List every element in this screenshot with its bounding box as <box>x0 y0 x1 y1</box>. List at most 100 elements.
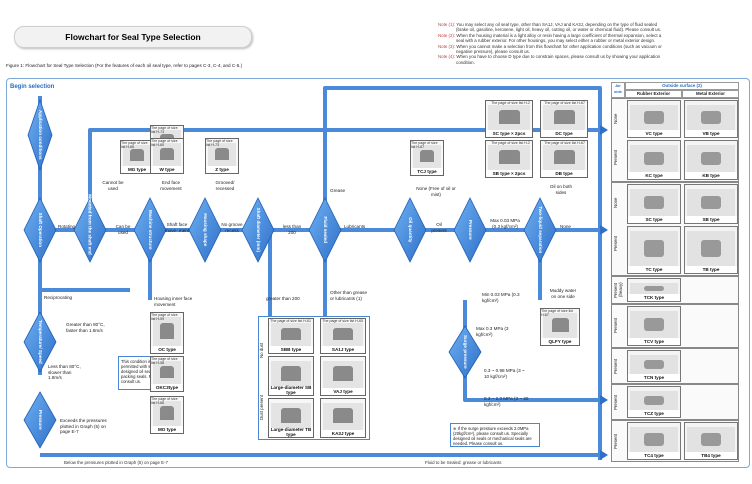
no-dust-label: No dust <box>259 342 264 358</box>
card-mo-type: The page of size list H-66 MO type <box>150 396 184 434</box>
card-tcj-type: The page of size list H-67 TCJ type <box>410 140 444 176</box>
card-tcz-type: TCZ type <box>627 386 681 418</box>
row-label: Present <box>613 433 618 449</box>
seal-drawing <box>488 105 530 130</box>
arrowheads <box>600 125 608 460</box>
seal-drawing <box>271 403 311 430</box>
card-ref: The page of size list H-67 <box>541 309 573 317</box>
edge-lubricants: Lubricants <box>344 224 366 229</box>
row-label: Present (heavy) <box>613 282 623 298</box>
card-sb-type: SB type <box>684 184 738 224</box>
label-oil-quantity: Oil quantity <box>407 217 413 243</box>
surge-exceeds-note: ※ If the surge pressure exceeds 2.0MPa (… <box>450 423 540 447</box>
edge-none-free: None (Free of oil or mist) <box>416 186 456 197</box>
card-qlfy-type: The page of size list H-67 QLFY type <box>540 308 580 346</box>
card-dc-type: The page of size list H-67 DC type <box>540 100 588 138</box>
edge-max-03: Max 0.3 MPa (3 kgf/cm²) <box>476 326 509 337</box>
label-mounted: Mounted from the shaft end <box>87 194 93 255</box>
label-pressure: Pressure <box>467 219 473 240</box>
card-w-type: The page of size list H-60 W type <box>150 138 184 174</box>
card-sa1j-type: The page of size list H-65 SA1J type <box>320 318 366 354</box>
seal-drawing <box>323 403 363 430</box>
card-ref: The page of size list H-67 <box>411 141 438 149</box>
row-label: Present <box>613 394 618 410</box>
page-title: Flowchart for Seal Type Selection <box>14 26 252 48</box>
label-temperature: Temperature/ Speed <box>37 319 43 364</box>
diamond-fluid <box>308 197 342 263</box>
flowchart-frame <box>6 78 750 468</box>
edge-none-two: None <box>560 224 571 229</box>
label-fluid: Fluid sealed <box>322 216 328 244</box>
diamond-oil-quantity <box>393 197 427 263</box>
card-ref: The page of size list H-2 <box>491 141 530 145</box>
row-label: Present <box>613 235 618 251</box>
card-label: MG type <box>121 166 153 173</box>
card-label: SB type × 2pcs <box>486 170 532 177</box>
card-kb-type: KB type <box>684 140 738 180</box>
card-ref: The page of size list H-2 <box>491 101 530 105</box>
card-mg-type: The page of size list H-66 MG type <box>120 140 154 174</box>
card-label: OC type <box>151 346 183 353</box>
table-header-outside: Outside surface (2) <box>625 82 739 90</box>
card-tck-type: TCK type <box>627 278 681 302</box>
card-ka3j-type: KA3J type <box>320 398 366 438</box>
bottom-note-right: Fluid to be Sealed: grease or lubricants <box>425 460 502 465</box>
diamond-shaft-operation <box>23 197 57 263</box>
card-ref: The page of size list H-66 <box>151 397 178 405</box>
seal-drawing <box>543 145 585 170</box>
card-ref: The page of size list H-60 <box>151 139 178 147</box>
card-ref: The page of size list H-67 <box>544 101 585 105</box>
label-shaft-operation: Shaft Operation <box>37 212 43 248</box>
card-tb4-type: TB4 type <box>684 422 738 460</box>
card-large-tb-type: Large-diameter TB type <box>268 398 314 438</box>
card-sc-2pcs: The page of size list H-2 SC type × 2pcs <box>485 100 533 138</box>
decision-diamonds <box>23 98 557 449</box>
dust-present-label: Dust present <box>259 395 264 421</box>
note-line: Note (2): When the housing material is a… <box>438 32 662 38</box>
card-tb-type: TB type <box>684 226 738 274</box>
seal-drawing <box>488 145 530 170</box>
edge-can-be-used: Can be used <box>115 224 131 235</box>
card-ref: The page of size list H-66 <box>121 141 148 149</box>
edge-reciprocating: Reciprocating <box>44 295 73 300</box>
card-sc-type: SC type <box>627 184 681 224</box>
edge-muddy: Muddy water on one side <box>549 288 577 299</box>
seal-drawing <box>413 145 441 168</box>
edge-range-2: 0.3 ~ 2.0 MPa (3 ~ 20 kgf/cm²) <box>484 396 529 407</box>
edge-housing-inner: Housing inner face movement <box>154 296 193 307</box>
seal-drawing <box>208 143 236 166</box>
card-label: SBB type <box>269 346 313 353</box>
table-header-air: Air side <box>611 82 625 98</box>
seal-drawing <box>271 361 311 388</box>
card-ref: The page of size list H-59 <box>151 313 178 321</box>
card-ref: The page of size list H-58 <box>151 357 178 365</box>
card-tc-type: TC type <box>627 226 681 274</box>
diamond-mounted <box>73 197 107 263</box>
figure-caption: Figure 1: Flowchart for Seal Type Select… <box>6 63 243 68</box>
note-line: (brake oil, gasoline, kerosene, light oi… <box>456 27 661 33</box>
edge-less-80: Less than 80°C, slower than 1.8m/s <box>48 364 81 381</box>
edge-range-1: 0.3 ~ 0.98 MPa (3 ~ 10 kgf/cm²) <box>484 368 525 379</box>
card-tc4-type: TC4 type <box>627 422 681 460</box>
card-label: Z type <box>206 166 238 173</box>
card-label: Large-diameter TB type <box>269 427 313 437</box>
begin-selection-label: Begin selection <box>10 84 55 90</box>
edge-no-groove: No groove recess <box>221 222 243 233</box>
connector-top-row <box>88 128 600 230</box>
note-line: seal with a rubber exterior. For other h… <box>456 38 656 44</box>
row-label: Present <box>613 358 618 374</box>
edge-min-003: Min 0.03 MPa (0.3 kgf/cm²) <box>482 292 520 303</box>
label-pressure-low: Pressure <box>37 409 43 430</box>
note-line: Note (4): When you have to choose D type… <box>438 54 661 60</box>
card-oc-type: The page of size list H-59 OC type <box>150 312 184 354</box>
card-vaj-type: VAJ type <box>320 356 366 396</box>
edge-other-fluids: Other than grease or lubricants (1) <box>330 290 368 301</box>
table-header-rubber: Rubber Exterior <box>625 90 682 98</box>
label-two-liquid: Two-liquid separation <box>537 206 543 254</box>
card-large-sb-type: Large-diameter SB type <box>268 356 314 396</box>
card-label: VAJ type <box>321 388 365 395</box>
seal-drawing <box>543 105 585 130</box>
note-line: condition. <box>456 59 475 65</box>
table-header-metal: Metal Exterior <box>682 90 739 98</box>
label-shaft-diameter: Shaft diameter (mm) <box>255 207 261 252</box>
